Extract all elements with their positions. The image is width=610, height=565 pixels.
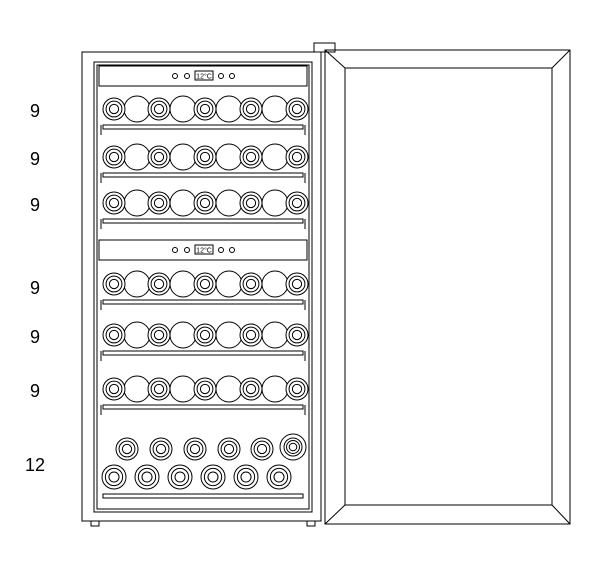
- door-frame-corner-2: [551, 49, 571, 69]
- bottle-base: [123, 189, 151, 217]
- shelf-count-2: 9: [29, 149, 40, 169]
- control-button: [229, 73, 235, 79]
- door-glass: [344, 67, 553, 506]
- temperature-display: [194, 70, 214, 81]
- bottle-base: [123, 375, 151, 403]
- cabinet-foot-right: [306, 520, 316, 527]
- cabinet-foot-left: [90, 520, 100, 527]
- bottle-base: [215, 189, 243, 217]
- control-button: [229, 247, 235, 253]
- bottle-base: [169, 143, 197, 171]
- wine-rack-2: [100, 143, 309, 183]
- control-panel-lower: 12°C: [98, 239, 308, 261]
- bottle-base: [169, 321, 197, 349]
- wine-rack-3: [100, 189, 309, 229]
- bottle-base: [261, 375, 289, 403]
- door-frame-corner-4: [551, 504, 571, 525]
- wine-rack-6: [100, 375, 309, 415]
- control-button: [218, 247, 224, 253]
- bottle-base: [215, 270, 243, 298]
- bottle-base: [123, 321, 151, 349]
- cabinet-outer: [81, 51, 322, 522]
- bottle-base: [261, 321, 289, 349]
- bottle-base: [261, 189, 289, 217]
- bottle-base: [123, 95, 151, 123]
- shelf-count-3: 9: [29, 195, 40, 215]
- bottle-base: [261, 143, 289, 171]
- bottle-base: [123, 143, 151, 171]
- bottle-base: [123, 270, 151, 298]
- shelf-count-6: 9: [29, 381, 40, 401]
- bottle-base: [169, 189, 197, 217]
- control-button: [172, 73, 178, 79]
- shelf-rail: [102, 350, 304, 356]
- bottle-base: [261, 270, 289, 298]
- cabinet-liner: [96, 64, 310, 510]
- shelf-rail: [102, 172, 304, 178]
- temperature-display: [194, 244, 214, 255]
- control-button: [218, 73, 224, 79]
- wine-rack-5: [100, 321, 309, 361]
- wine-rack-1: [100, 95, 309, 135]
- shelf-rail: [102, 493, 304, 499]
- door-frame-outer: [324, 49, 571, 525]
- wine-rack-4: [100, 270, 309, 310]
- bottle-base: [169, 375, 197, 403]
- control-button: [184, 247, 190, 253]
- bottle-base: [261, 95, 289, 123]
- control-button: [172, 247, 178, 253]
- bottle-base: [215, 375, 243, 403]
- temperature-readout: 12°C: [196, 247, 212, 255]
- bottle-base: [215, 321, 243, 349]
- door-frame-corner-3: [324, 504, 346, 525]
- shelf-count-4: 9: [29, 278, 40, 298]
- shelf-rail: [102, 299, 304, 305]
- shelf-count-5: 9: [29, 327, 40, 347]
- bottle-base: [169, 95, 197, 123]
- bottle-base: [215, 95, 243, 123]
- bottle-base: [279, 433, 307, 461]
- shelf-rail: [102, 218, 304, 224]
- control-button: [184, 73, 190, 79]
- temperature-readout: 12°C: [196, 73, 212, 81]
- shelf-count-1: 9: [29, 101, 40, 121]
- cabinet-inner: [93, 61, 313, 513]
- wine-rack-7: [101, 433, 307, 499]
- bottle-base: [169, 270, 197, 298]
- shelf-rail: [102, 124, 304, 130]
- door-frame-corner-1: [324, 49, 346, 69]
- bottle-base: [215, 143, 243, 171]
- control-panel-upper: 12°C: [98, 65, 308, 87]
- shelf-rail: [102, 404, 304, 410]
- shelf-count-7: 12: [24, 455, 46, 475]
